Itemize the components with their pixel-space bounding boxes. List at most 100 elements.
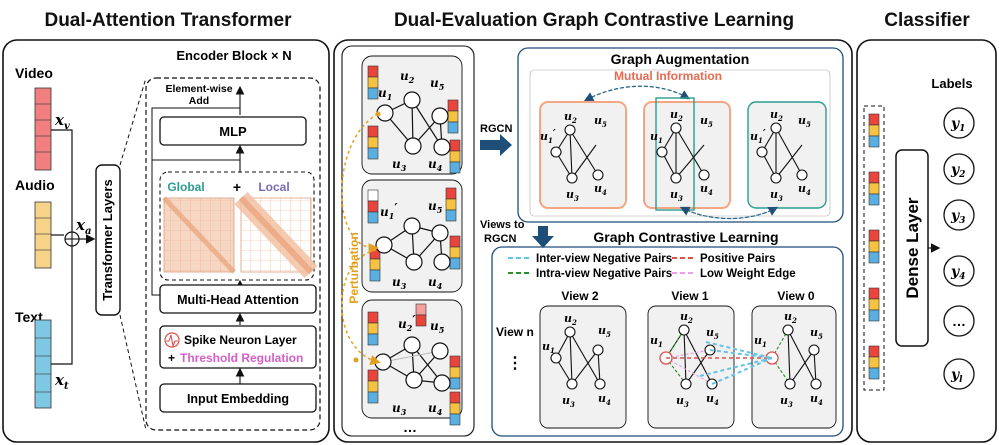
aug-c-u2: u2 bbox=[770, 108, 783, 123]
aug-b-u4: u4 bbox=[700, 182, 713, 197]
gcl-box bbox=[491, 246, 844, 437]
plus-label: + bbox=[233, 179, 241, 195]
embedding-box bbox=[159, 383, 317, 413]
v0-u4: u4 bbox=[810, 392, 823, 407]
mlp-label: MLP bbox=[219, 124, 247, 139]
aug-c-u4: u4 bbox=[798, 182, 811, 197]
aug-view-c bbox=[747, 101, 827, 209]
v0-u1: u1 bbox=[754, 334, 767, 349]
local-label: Local bbox=[258, 180, 289, 194]
v2-u3: u3 bbox=[562, 394, 575, 409]
node-u2-a: u2 bbox=[400, 69, 415, 85]
legend-intra-neg: Intra-view Negative Pairs bbox=[536, 268, 672, 280]
title-transformer: Dual-Attention Transformer bbox=[44, 10, 292, 31]
labels-title: Labels bbox=[931, 76, 972, 91]
graph-stack-ellipsis: … bbox=[403, 419, 417, 435]
label-view-n: View n bbox=[496, 325, 534, 339]
label-view-2: View 2 bbox=[561, 289, 598, 303]
aug-a-u2: u2 bbox=[564, 110, 577, 125]
rgcn-arrow-icon bbox=[480, 134, 512, 156]
view-vertical-ellipsis: ⋮ bbox=[507, 355, 523, 372]
v1-u3: u3 bbox=[676, 394, 689, 409]
label-y3: y3 bbox=[950, 208, 965, 226]
aug-view-a bbox=[539, 101, 627, 209]
v0-u3: u3 bbox=[780, 394, 793, 409]
gcl-legend bbox=[508, 257, 696, 274]
aug-b-u1: u1 bbox=[650, 130, 663, 145]
v0-u2: u2 bbox=[784, 310, 797, 325]
text-vector bbox=[34, 319, 52, 409]
var-xa: xa bbox=[75, 216, 91, 237]
feature-stack bbox=[863, 105, 885, 391]
label-y4: y4 bbox=[950, 264, 965, 282]
aug-b-u3: u3 bbox=[670, 188, 683, 203]
node-u4-c: u4 bbox=[428, 401, 443, 417]
aug-c-u3: u3 bbox=[770, 188, 783, 203]
perturbation-label: Perturbation bbox=[347, 232, 361, 303]
title-classifier: Classifier bbox=[884, 10, 970, 31]
legend-low-weight: Low Weight Edge bbox=[700, 268, 796, 280]
aug-a-u4: u4 bbox=[594, 182, 607, 197]
aug-b-u5: u5 bbox=[700, 114, 713, 129]
panel-transformer bbox=[2, 39, 330, 443]
perturbation-arrow bbox=[341, 113, 379, 254]
global-attention-map bbox=[162, 196, 236, 274]
v1-u1: u1 bbox=[650, 334, 663, 349]
label-view-0: View 0 bbox=[777, 289, 814, 303]
label-video: Video bbox=[15, 65, 53, 81]
node-u3-a: u3 bbox=[392, 157, 407, 173]
label-circles bbox=[943, 107, 975, 390]
v2-u1: u1 bbox=[542, 340, 555, 355]
encoder-block bbox=[145, 77, 321, 431]
v0-u5: u5 bbox=[810, 326, 823, 341]
node-u1-prime-b: u1′ bbox=[380, 201, 398, 221]
spike-label: Spike Neuron Layer bbox=[184, 333, 297, 347]
node-u5-c: u5 bbox=[430, 319, 445, 335]
audio-vector bbox=[34, 201, 52, 269]
v1-u4: u4 bbox=[706, 392, 719, 407]
aug-c-u5: u5 bbox=[798, 114, 811, 129]
label-yl: yl bbox=[950, 367, 963, 385]
augmentation-title: Graph Augmentation bbox=[611, 51, 750, 67]
aug-c-u1: u1′ bbox=[750, 127, 766, 145]
label-ellipsis: … bbox=[952, 313, 966, 329]
aug-b-u2: u2 bbox=[670, 108, 683, 123]
threshold-prefix: + bbox=[168, 351, 175, 365]
aug-a-u1: u1′ bbox=[540, 127, 556, 145]
v2-u2: u2 bbox=[564, 312, 577, 327]
label-y2: y2 bbox=[950, 162, 965, 180]
label-view-1: View 1 bbox=[671, 289, 708, 303]
node-u5-a: u5 bbox=[430, 76, 445, 92]
graph-card-3 bbox=[361, 299, 463, 426]
video-vector bbox=[34, 87, 52, 171]
node-u2-prime-c: u2′ bbox=[398, 313, 416, 333]
dense-layer-label: Dense Layer bbox=[903, 197, 922, 298]
aug-a-u3: u3 bbox=[566, 188, 579, 203]
var-xv: xv bbox=[54, 111, 70, 132]
views-rgcn-label: RGCN bbox=[484, 233, 516, 245]
graph-stack-box bbox=[341, 45, 475, 437]
panel-contrastive bbox=[333, 39, 853, 443]
legend-inter-neg: Inter-view Negative Pairs bbox=[536, 253, 672, 265]
threshold-label: Threshold Regulation bbox=[180, 351, 303, 365]
mha-label: Multi-Head Attention bbox=[177, 293, 299, 307]
v2-u5: u5 bbox=[598, 324, 611, 339]
label-audio: Audio bbox=[15, 177, 55, 193]
node-u4-b: u4 bbox=[428, 275, 443, 291]
node-u4-a: u4 bbox=[428, 157, 443, 173]
mutual-info-label: Mutual Information bbox=[614, 69, 722, 83]
panel-classifier bbox=[856, 39, 997, 443]
node-u5-b: u5 bbox=[428, 199, 443, 215]
embedding-label: Input Embedding bbox=[187, 392, 289, 406]
views-arrow-icon bbox=[532, 226, 554, 248]
local-attention-map bbox=[234, 191, 318, 279]
v1-u5: u5 bbox=[706, 326, 719, 341]
node-u3-c: u3 bbox=[392, 401, 407, 417]
var-xt: xt bbox=[54, 371, 69, 392]
node-u3-b: u3 bbox=[392, 275, 407, 291]
node-u1-a: u1 bbox=[378, 86, 392, 102]
elementwise-label: Element-wise bbox=[165, 83, 232, 95]
mlp-box bbox=[159, 116, 307, 146]
title-contrastive: Dual-Evaluation Graph Contrastive Learni… bbox=[394, 10, 794, 31]
